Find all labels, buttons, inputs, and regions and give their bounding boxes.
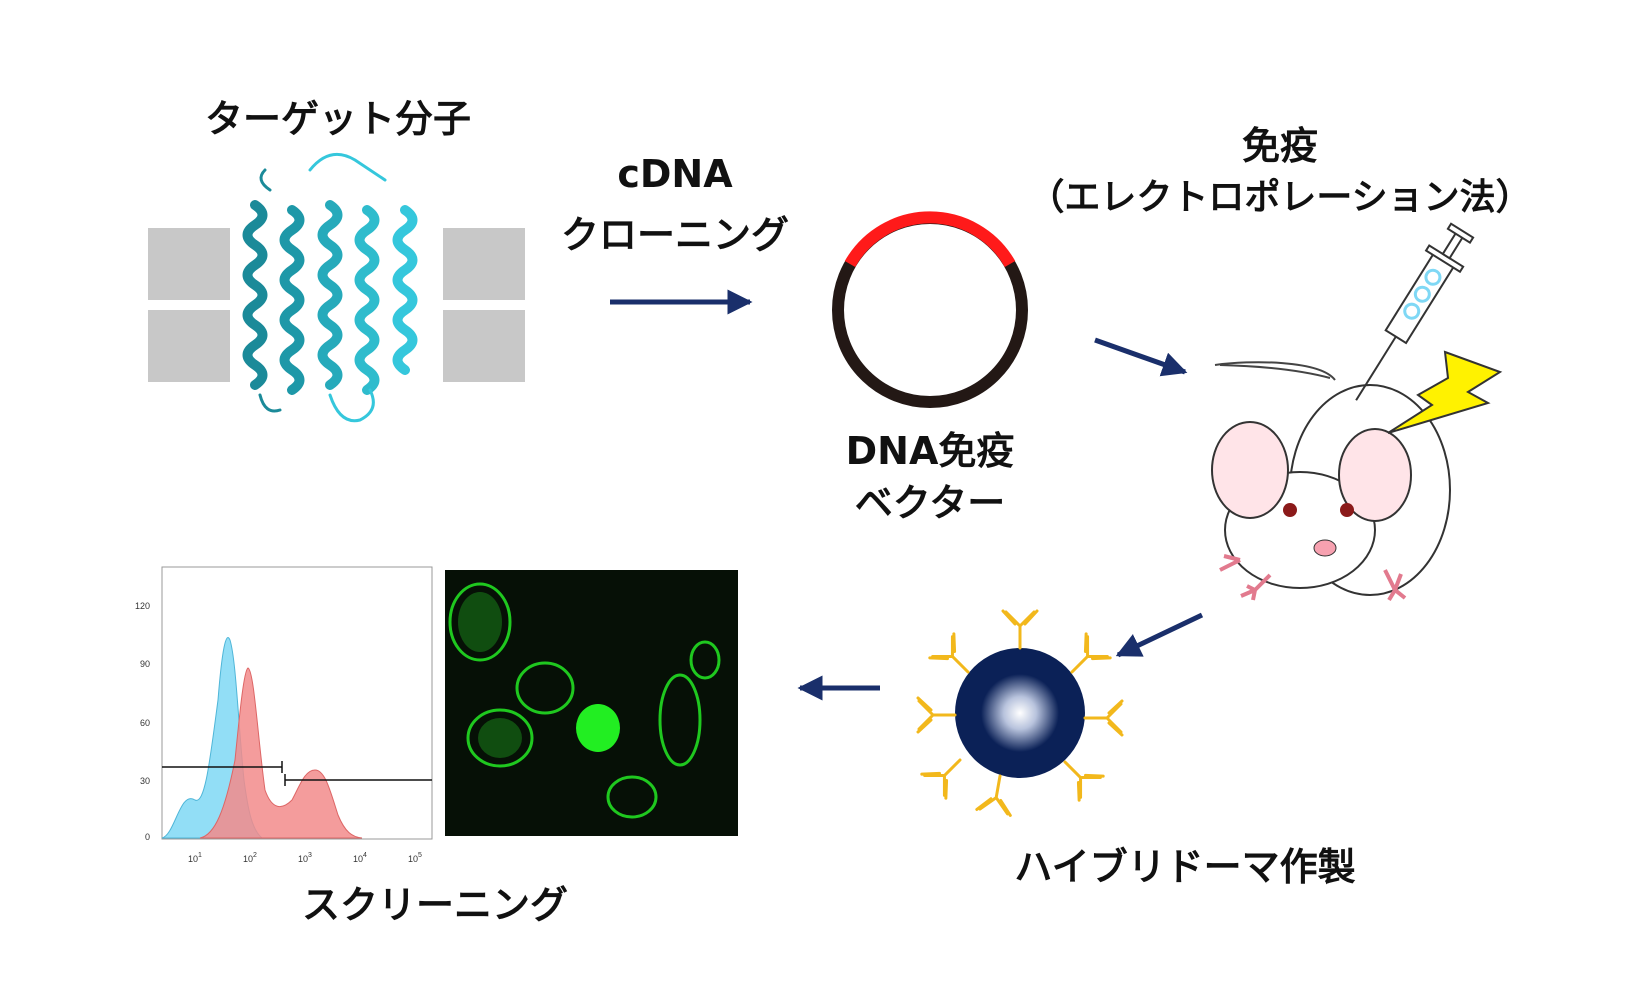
x-tick-label: 101 xyxy=(188,852,202,864)
y-tick-label: 60 xyxy=(140,718,150,728)
plasmid-vector xyxy=(832,211,1028,408)
vector-label-line1: DNA免疫 xyxy=(845,429,1015,473)
cloning-label-line2: クローニング xyxy=(560,213,789,257)
y-tick-label: 30 xyxy=(140,776,150,786)
lightning-icon xyxy=(1387,350,1503,434)
y-tick-label: 120 xyxy=(135,601,150,611)
target-molecule xyxy=(148,152,525,423)
membrane-block xyxy=(148,310,230,382)
protein-helices xyxy=(242,152,418,423)
cloning-label-line1: cDNA xyxy=(617,152,733,196)
screening-label: スクリーニング xyxy=(301,883,568,927)
histogram-red xyxy=(199,667,363,839)
hybridoma-label: ハイブリドーマ作製 xyxy=(1014,845,1356,889)
membrane-block xyxy=(443,310,525,382)
x-tick-label: 103 xyxy=(298,852,312,864)
target-label: ターゲット分子 xyxy=(204,97,471,141)
membrane-block xyxy=(148,228,230,300)
arrow-left-icon xyxy=(1115,612,1204,658)
x-tick-label: 105 xyxy=(408,852,422,864)
y-tick-label: 0 xyxy=(145,832,150,842)
x-tick-label: 102 xyxy=(243,852,257,864)
immunization-label-line1: 免疫 xyxy=(1241,124,1318,168)
mouse-icon xyxy=(1211,361,1451,602)
arrow-right-icon xyxy=(1094,337,1188,377)
syringe-icon xyxy=(1355,222,1475,401)
vector-label-line2: ベクター xyxy=(854,481,1006,525)
x-tick-label: 104 xyxy=(353,852,367,864)
fluorescence-image xyxy=(445,570,738,836)
y-tick-label: 90 xyxy=(140,659,150,669)
membrane-block xyxy=(443,228,525,300)
hybridoma-cell xyxy=(916,609,1124,817)
histogram-chart: 120 90 60 30 0 101 102 103 104 105 xyxy=(135,566,433,864)
immunization-label-line2: （エレクトロポレーション法） xyxy=(1028,177,1532,218)
